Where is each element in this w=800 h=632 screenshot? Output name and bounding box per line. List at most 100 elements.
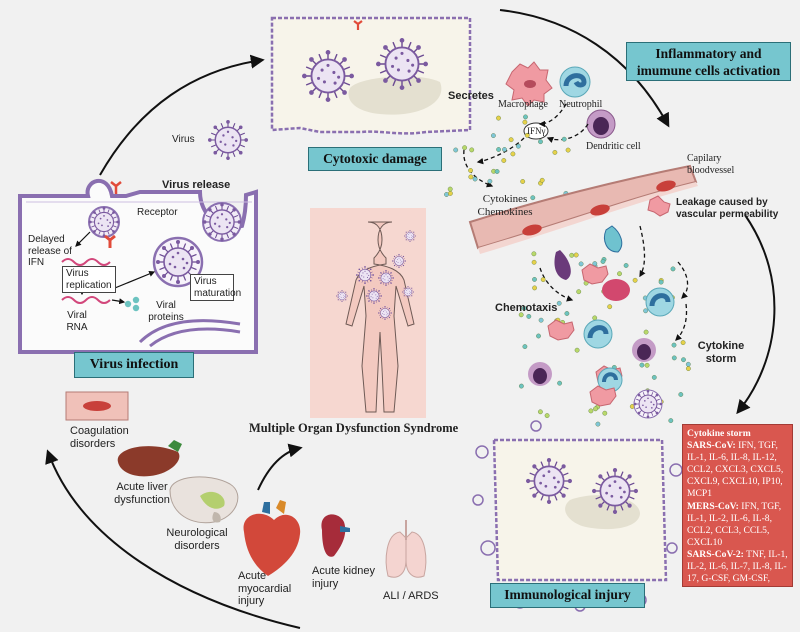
cytokine-dot [623, 263, 629, 268]
cytokine-dot [668, 418, 674, 423]
cytokine-dot [671, 342, 677, 348]
organ-liver: Acute liver dysfunction [114, 481, 170, 506]
stage-virus-infection: Virus infection [74, 352, 194, 378]
cytokine-dot [600, 259, 606, 264]
cytokine-dot [523, 114, 528, 120]
immune-cells [505, 61, 616, 140]
cytokine-dot [496, 115, 501, 121]
virus-maturation-box: Virus maturation [190, 274, 241, 301]
cytokine-dot [576, 289, 582, 295]
cytokine-dot [531, 259, 537, 265]
stage-immunological-injury: Immunological injury [490, 583, 645, 608]
cytokine-dot [496, 147, 501, 152]
organ-kidney: Acute kidney injury [312, 565, 375, 590]
cytokine-dot [468, 168, 473, 173]
cytokine-dot [643, 308, 648, 314]
damaged-cell-top [270, 16, 472, 135]
cytokine-dot [538, 409, 543, 415]
cytokine-storm-panel: Cytokine storm SARS-CoV: IFN, TGF, IL-1,… [682, 424, 793, 587]
cytokine-dot [556, 300, 562, 306]
cytokine-dot [540, 277, 546, 282]
stage-cytotoxic-damage: Cytotoxic damage [308, 147, 442, 171]
cytokine-dot [453, 147, 459, 153]
cycle-arrows [45, 9, 776, 629]
organ-coagulation: Coagulation disorders [70, 425, 129, 450]
cytokine-storm-label: Cytokine storm [697, 340, 745, 365]
storm-group-mers-list: IFN, TGF, IL-1, IL-2, IL-6, IL-8, CCL2, … [687, 500, 782, 548]
cytokine-dot [681, 357, 686, 363]
cytokine-dot [561, 136, 567, 142]
cytokine-dot [678, 392, 684, 397]
cytokine-dot [532, 276, 537, 282]
cytokine-dot [658, 279, 664, 285]
cytokine-dot [536, 333, 541, 339]
cytokine-dot [557, 380, 562, 386]
cytokine-dot [447, 186, 453, 192]
stage-inflammatory-activation: Inflammatory and imumune cells activatio… [626, 42, 791, 81]
chemotaxis-label: Chemotaxis [495, 302, 558, 314]
infected-cell [18, 178, 258, 354]
viral-proteins-label: Viral proteins [148, 300, 184, 323]
cytokine-dot [532, 285, 537, 291]
storm-group-sars2: SARS-CoV-2: TNF, IL-1, IL-2, IL-6, IL-7,… [687, 548, 788, 586]
cytokine-dot [569, 252, 575, 258]
cytokine-dot [487, 178, 493, 184]
cytokine-dot [462, 145, 467, 151]
storm-group-sars2-virus: SARS-CoV-2: [687, 548, 744, 560]
organ-heart: Acute myocardial injury [238, 570, 292, 608]
cytokine-dot [686, 366, 691, 371]
cytokine-dot [643, 329, 649, 335]
cytokine-dot [602, 410, 608, 416]
storm-group-mers-virus: MERS-CoV: [687, 500, 739, 512]
cytokine-dot [530, 195, 536, 201]
cytokine-dot [520, 179, 526, 184]
cytokine-dot [588, 408, 594, 414]
cytokine-dot [680, 340, 686, 345]
delayed-ifn-label: Delayed release of IFN [28, 234, 72, 268]
damaged-cell-bottom [472, 420, 683, 612]
cytokine-dot [552, 149, 558, 155]
cytokine-dot [578, 261, 584, 267]
cytokine-dot [524, 132, 530, 138]
cytokine-dot [522, 119, 528, 125]
storm-group-sars2-list: TNF, IL-1, IL-2, IL-6, IL-7, IL-8, IL-17… [687, 548, 788, 586]
neutrophil-label: Neutrophil [559, 99, 603, 110]
cytokines-chemokines-label: Cytokines Chemokines [477, 193, 533, 218]
secretes-label: Secretes [448, 90, 494, 102]
virus-replication-box: Virus replication [62, 266, 116, 293]
cytokine-dot [607, 304, 613, 310]
dendritic-cell-label: Dendritic cell [586, 141, 641, 152]
capillary-label: Capilary bloodvessel [687, 153, 735, 176]
storm-group-sars-virus: SARS-CoV: [687, 440, 736, 452]
cytokine-dot [644, 362, 650, 368]
cytokine-dot [501, 158, 507, 163]
macrophage-label: Macrophage [498, 99, 548, 110]
storm-cells [528, 250, 675, 419]
cytokine-dot [522, 344, 528, 349]
cytokine-dot [531, 251, 537, 257]
viral-rna-label: Viral RNA [66, 310, 88, 333]
receptor-label: Receptor [137, 207, 178, 218]
cytokine-dot [592, 261, 598, 266]
cytokine-dot [539, 177, 545, 183]
storm-group-mers: MERS-CoV: IFN, TGF, IL-1, IL-2, IL-6, IL… [687, 501, 788, 549]
leakage-label: Leakage caused by vascular permeability [676, 197, 779, 220]
cytokine-dot [508, 137, 514, 143]
cytokine-dot [469, 147, 475, 153]
virus-label: Virus [172, 134, 195, 145]
cytokine-dot [574, 347, 580, 353]
storm-panel-title: Cytokine storm [687, 428, 751, 439]
cytokine-dot [592, 315, 598, 321]
cytokine-dot [447, 190, 453, 196]
cytokine-dot [573, 252, 579, 258]
cytokine-dot [519, 383, 524, 389]
cytokine-dot [617, 271, 622, 277]
cytokine-dot [538, 317, 544, 323]
organ-lung: ALI / ARDS [383, 590, 439, 602]
cytokine-dot [564, 311, 570, 316]
storm-group-sars-list: IFN, TGF, IL-1, IL-6, IL-8, IL-12, CCL2,… [687, 440, 784, 500]
cytokine-dot [468, 174, 474, 180]
cytokine-dot [518, 312, 524, 318]
cytokine-dot [651, 374, 657, 380]
